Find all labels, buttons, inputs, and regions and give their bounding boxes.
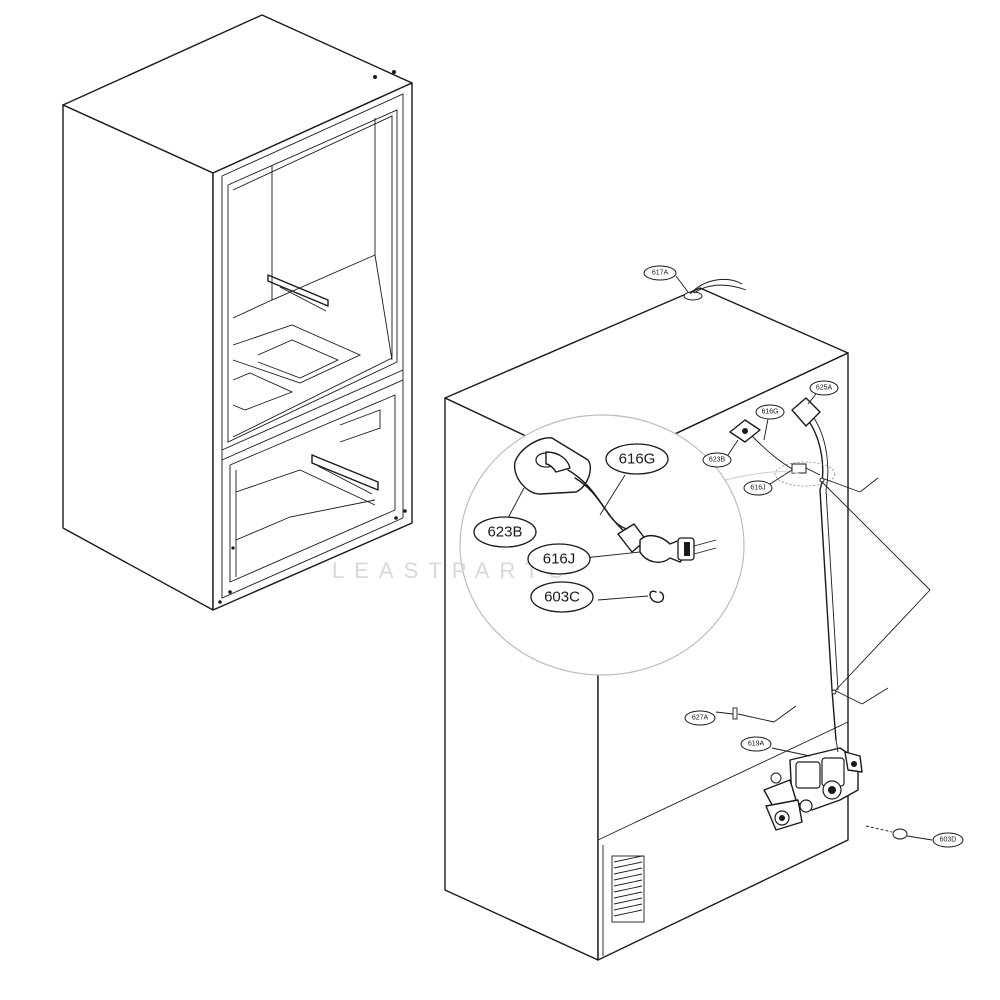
callout-616J-small: 616J	[743, 469, 793, 496]
callout-627A-label: 627A	[692, 715, 709, 722]
callout-619A-label: 619A	[748, 741, 765, 748]
callout-616G-big-label: 616G	[619, 451, 656, 468]
watermark-text: LEASTPARTS	[332, 558, 573, 583]
callout-623B-big-label: 623B	[487, 524, 522, 541]
callout-616J-small-label: 616J	[750, 485, 765, 492]
clip-603C	[649, 590, 665, 603]
callout-603D-label: 603D	[940, 837, 957, 844]
callout-603D: 603D	[932, 832, 964, 848]
clip-627A	[715, 705, 797, 723]
top-grommet-part	[683, 278, 747, 301]
callout-616G-small: 616G	[755, 404, 785, 441]
callout-625A-label: 625A	[816, 385, 833, 392]
callout-625A: 625A	[807, 380, 839, 405]
callout-623B-small-label: 623B	[709, 457, 726, 464]
water-inlet-valve	[763, 739, 863, 831]
ring-603D	[865, 825, 933, 841]
callout-627A: 627A	[684, 710, 716, 726]
callout-617A: 617A	[643, 265, 689, 293]
detail-magnifier	[459, 414, 801, 676]
compressor-vent-grille	[611, 855, 645, 923]
seal-623B	[513, 437, 592, 495]
callout-623B-small: 623B	[702, 439, 739, 468]
callout-616G-small-label: 616G	[761, 409, 778, 416]
callout-619A: 619A	[740, 736, 772, 752]
callout-617A-label: 617A	[652, 270, 669, 277]
callout-616G-big: 616G	[605, 443, 669, 475]
elbow-616J	[639, 534, 717, 563]
callout-603C-big: 603C	[530, 581, 594, 613]
callout-623B-big: 623B	[473, 516, 537, 548]
refrigerator-cabinet-front	[62, 14, 413, 611]
callout-616J-big-label: 616J	[543, 551, 576, 568]
callout-603C-big-label: 603C	[544, 589, 580, 606]
callout-616J-big: 616J	[527, 543, 591, 575]
